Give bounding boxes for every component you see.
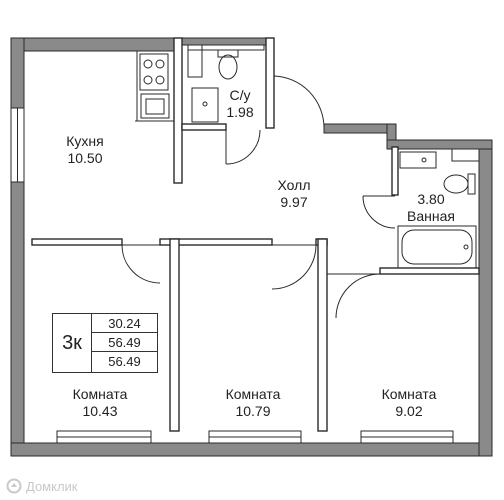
hall-area: 9.97 — [280, 194, 308, 210]
kitchen-name: Кухня — [66, 133, 104, 149]
wc-toilet-tank — [217, 49, 239, 58]
wall-room2-room3 — [317, 238, 328, 432]
domclick-logo-icon — [6, 478, 22, 494]
bath-toilet-bowl — [443, 174, 469, 194]
door-wc — [225, 129, 261, 165]
hall-label: Холл 9.97 — [262, 177, 326, 211]
total-area: 56.49 — [92, 333, 157, 352]
wall-bottom — [10, 442, 493, 457]
wc-fixtures — [187, 44, 265, 123]
kitchen-area: 10.50 — [67, 150, 103, 166]
area-list: 30.24 56.49 56.49 — [91, 314, 157, 372]
door-room1 — [121, 244, 161, 284]
hall-name: Холл — [277, 177, 311, 193]
bath-fixtures — [397, 148, 480, 269]
room2-name: Комната — [225, 386, 281, 402]
doors — [121, 75, 396, 319]
watermark: Домклик — [6, 478, 78, 494]
wc-area: 1.98 — [226, 104, 254, 120]
kitchen-label: Кухня 10.50 — [50, 133, 120, 167]
wc-name: С/у — [229, 87, 251, 103]
living-area: 30.24 — [92, 314, 157, 333]
bathroom-area: 3.80 — [417, 191, 445, 207]
wc-sink — [191, 87, 219, 123]
area-summary: 3к 30.24 56.49 56.49 — [52, 313, 158, 373]
interior-walls — [31, 37, 480, 432]
wall-room3-top — [379, 267, 480, 275]
bathroom-name: Ванная — [407, 208, 455, 224]
door-bath — [362, 195, 396, 229]
windows — [10, 107, 454, 444]
kitchen-fixtures — [135, 50, 175, 122]
door-entrance — [273, 75, 325, 129]
room1-name: Комната — [72, 386, 128, 402]
wall-top-left — [10, 37, 182, 52]
exterior-walls — [10, 37, 493, 457]
bathroom-label: 3.80 Ванная — [396, 191, 466, 225]
room2-area: 10.79 — [235, 403, 271, 419]
room3-area: 9.02 — [395, 403, 423, 419]
door-room2 — [271, 244, 317, 290]
bath-toilet-tank — [467, 173, 476, 195]
wall-left-lower — [10, 179, 25, 457]
wall-wc-right — [265, 37, 275, 129]
room3-label: Комната 9.02 — [364, 386, 454, 420]
wall-room1-room2-top — [159, 238, 273, 246]
wall-wc-bottom — [181, 123, 227, 131]
bathtub — [397, 225, 477, 269]
room1-label: Комната 10.43 — [60, 386, 140, 420]
bath-sink — [399, 151, 437, 169]
wall-top-mid — [179, 37, 274, 46]
stove — [139, 53, 169, 91]
wc-toilet-bowl — [218, 54, 238, 80]
door-room3 — [327, 273, 381, 319]
watermark-text: Домклик — [26, 478, 78, 494]
wall-kitchen-wc — [173, 37, 183, 184]
wall-kitchen-room1 — [31, 238, 123, 246]
wall-bath-left — [391, 146, 399, 196]
kitchen-sink — [140, 93, 170, 119]
room3-name: Комната — [381, 386, 437, 402]
wall-left-upper — [10, 37, 25, 111]
room1-area: 10.43 — [82, 403, 118, 419]
wall-step-top — [323, 123, 397, 134]
room2-label: Комната 10.79 — [208, 386, 298, 420]
wall-room1-room2 — [169, 238, 180, 432]
wall-bath-top — [386, 139, 493, 150]
total-area-alt: 56.49 — [108, 354, 141, 369]
wall-right — [478, 139, 493, 457]
wc-label: С/у 1.98 — [218, 87, 262, 121]
room-count: 3к — [62, 331, 82, 354]
